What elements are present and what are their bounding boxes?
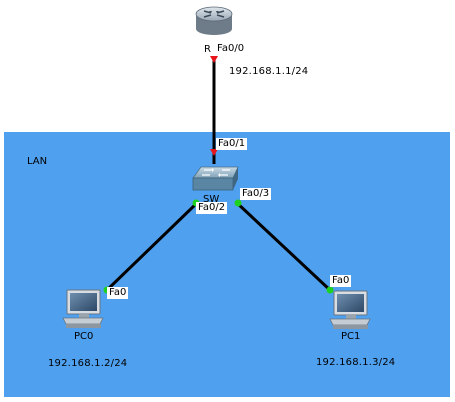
link-status-switch-fa03 — [234, 199, 242, 207]
pc1-fa0-label: Fa0 — [330, 275, 352, 287]
pc0-name: PC0 — [74, 331, 94, 342]
switch-fa01-label: Fa0/1 — [216, 138, 248, 150]
pc1-icon[interactable] — [329, 290, 371, 329]
router-icon[interactable] — [195, 6, 233, 35]
link-switch-pc1[interactable] — [235, 201, 333, 293]
switch-fa02-label: Fa0/2 — [196, 202, 228, 214]
switch-icon[interactable] — [192, 166, 239, 191]
pc0-icon[interactable] — [62, 289, 104, 328]
pc1-ip: 192.168.1.3/24 — [316, 357, 396, 368]
router-fa00-label: Fa0/0 — [215, 43, 247, 55]
link-status-pc1-fa0 — [326, 286, 334, 294]
router-name: R — [204, 44, 211, 55]
pc1-name: PC1 — [341, 331, 361, 342]
lan-label: LAN — [27, 156, 48, 167]
link-status-switch-fa01 — [210, 149, 218, 156]
router-ip: 192.168.1.1/24 — [229, 66, 309, 77]
pc0-ip: 192.168.1.2/24 — [48, 358, 128, 369]
switch-name: SW — [203, 194, 220, 205]
pc0-fa0-label: Fa0 — [107, 287, 129, 299]
switch-fa03-label: Fa0/3 — [240, 188, 272, 200]
link-status-router-fa00 — [210, 56, 218, 63]
link-switch-pc0[interactable] — [104, 201, 199, 293]
